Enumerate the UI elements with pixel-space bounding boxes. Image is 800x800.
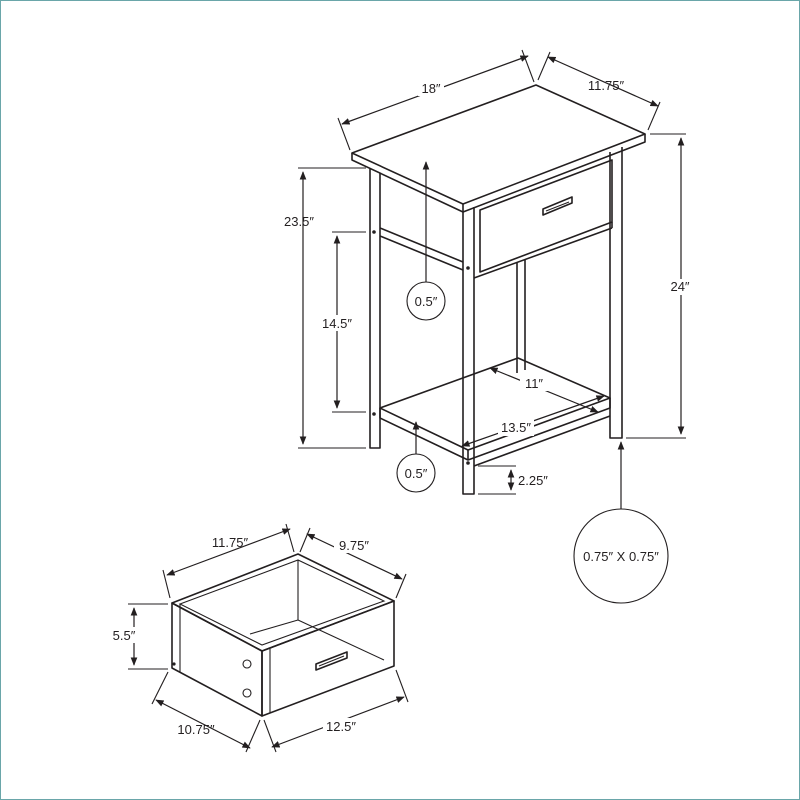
dim-drawer-front-width: 12.5″ bbox=[263, 669, 409, 753]
bottom-shelf bbox=[372, 357, 611, 467]
label-drawer-depth: 9.75″ bbox=[339, 538, 369, 553]
dim-height-to-top: 23.5″ bbox=[284, 167, 366, 449]
label-leg-size: 0.75″ X 0.75″ bbox=[583, 549, 659, 564]
drawer-drawing bbox=[171, 553, 395, 717]
label-drawer-box-depth: 10.75″ bbox=[177, 722, 215, 737]
dim-top-width: 18″ bbox=[337, 49, 535, 151]
callout-top-thickness: 0.5″ bbox=[406, 161, 446, 321]
dim-foot-clearance: 2.25″ bbox=[478, 465, 548, 495]
label-drawer-width: 11.75″ bbox=[212, 535, 249, 550]
dim-drawer-width: 11.75″ bbox=[162, 523, 295, 599]
label-drawer-height: 5.5″ bbox=[113, 628, 136, 643]
label-top-thickness: 0.5″ bbox=[415, 294, 438, 309]
label-shelf-depth: 11″ bbox=[525, 376, 543, 391]
label-drawer-front-width: 12.5″ bbox=[326, 719, 356, 734]
table-drawer-front bbox=[473, 159, 613, 279]
label-shelf-height: 14.5″ bbox=[322, 316, 352, 331]
label-foot-clearance: 2.25″ bbox=[518, 473, 548, 488]
dim-total-height: 24″ bbox=[626, 133, 697, 439]
label-shelf-width: 13.5″ bbox=[501, 420, 531, 435]
dim-shelf-height: 14.5″ bbox=[320, 231, 366, 413]
callout-shelf-thickness: 0.5″ bbox=[396, 421, 436, 493]
label-top-depth: 11.75″ bbox=[588, 78, 625, 93]
dim-shelf-width: 13.5″ bbox=[461, 395, 605, 447]
callout-leg-size: 0.75″ X 0.75″ bbox=[573, 441, 669, 604]
label-height-to-top: 23.5″ bbox=[284, 214, 314, 229]
label-top-width: 18″ bbox=[421, 81, 440, 96]
label-shelf-thickness: 0.5″ bbox=[405, 466, 428, 481]
dim-top-depth: 11.75″ bbox=[537, 51, 661, 131]
dim-shelf-depth: 11″ bbox=[489, 367, 599, 413]
table-legs bbox=[369, 147, 623, 495]
dim-drawer-height: 5.5″ bbox=[110, 603, 168, 670]
label-total-height: 24″ bbox=[670, 279, 689, 294]
dim-drawer-box-depth: 10.75″ bbox=[151, 671, 261, 753]
upper-side-rail bbox=[372, 227, 470, 271]
dim-drawer-depth: 9.75″ bbox=[299, 527, 407, 599]
